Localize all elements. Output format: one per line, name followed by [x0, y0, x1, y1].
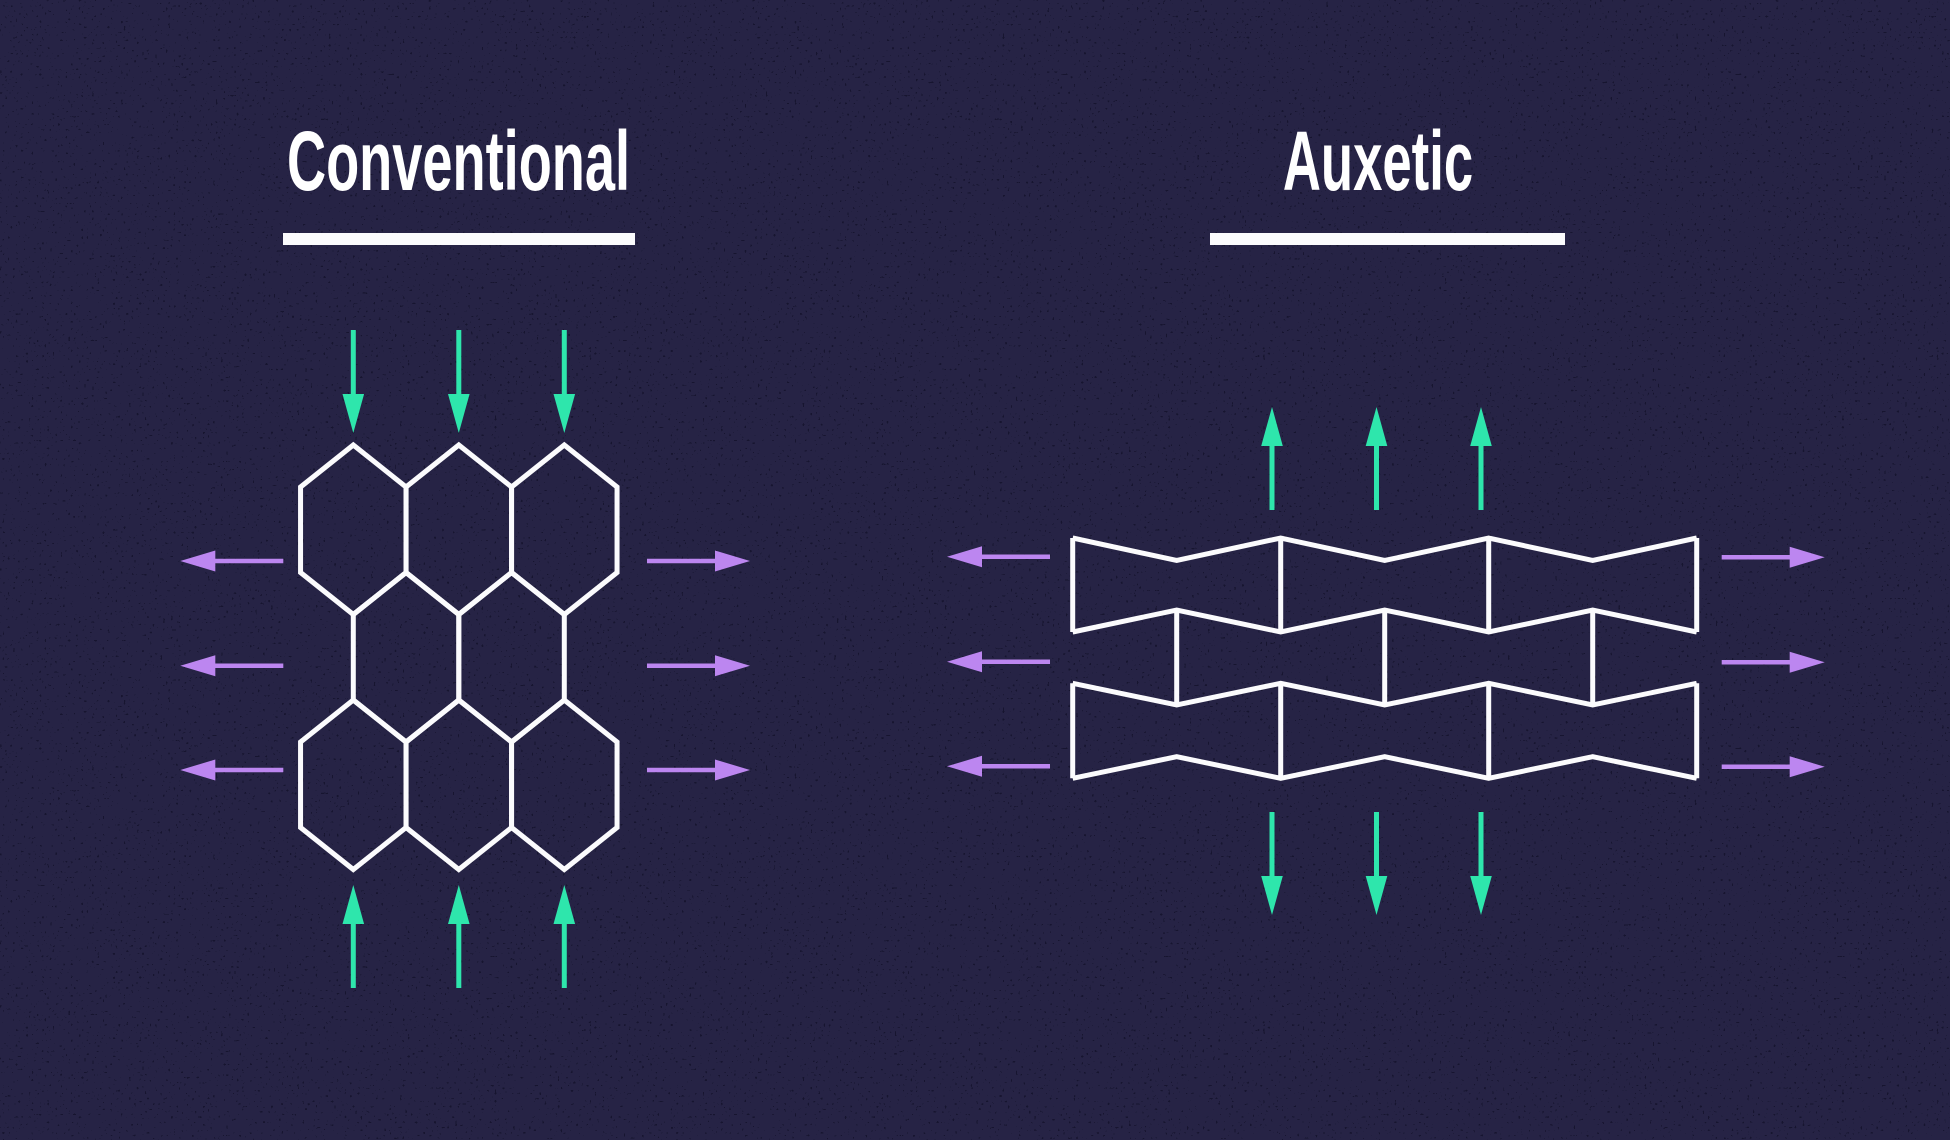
right-arrow-icon: [647, 760, 750, 781]
strut-column: [1070, 683, 1700, 779]
left-arrow-icon: [947, 546, 1050, 567]
strut-column: [1174, 610, 1596, 705]
conventional-bottom-arrows: [343, 885, 576, 988]
auxetic-bottom-arrows: [1261, 812, 1492, 915]
up-arrow-icon: [1261, 407, 1283, 510]
strut-column: [1070, 538, 1700, 632]
right-arrow-icon: [647, 655, 750, 676]
reentrant-bowtie-lattice: [1070, 535, 1700, 781]
right-arrow-icon: [1722, 756, 1825, 777]
down-arrow-icon: [1366, 812, 1388, 915]
hexagon-cell: [298, 696, 409, 873]
auxetic-left-arrows: [947, 546, 1050, 777]
up-arrow-icon: [1366, 407, 1388, 510]
down-arrow-icon: [1470, 812, 1492, 915]
left-arrow-icon: [180, 655, 283, 676]
hexagon-cell: [509, 441, 620, 618]
left-arrow-icon: [180, 551, 283, 572]
auxetic-title-underline: [1210, 233, 1565, 245]
zigzag-rail: [1072, 754, 1698, 781]
conventional-panel: Conventional: [180, 114, 750, 988]
conventional-left-arrows: [180, 551, 283, 781]
right-arrow-icon: [1722, 547, 1825, 568]
conventional-right-arrows: [647, 551, 750, 781]
conventional-title-underline: [283, 233, 635, 245]
hexagon-cell: [456, 569, 567, 746]
down-arrow-icon: [554, 330, 576, 433]
up-arrow-icon: [554, 885, 576, 988]
up-arrow-icon: [1470, 407, 1492, 510]
auxetic-right-arrows: [1722, 547, 1825, 777]
right-arrow-icon: [647, 551, 750, 572]
down-arrow-icon: [1261, 812, 1283, 915]
hexagon-cell: [403, 441, 515, 618]
hexagon-cell: [350, 569, 462, 746]
hexagon-cell: [298, 441, 409, 618]
conventional-top-arrows: [343, 330, 576, 433]
zigzag-rail: [1072, 535, 1698, 564]
left-arrow-icon: [947, 756, 1050, 777]
auxetic-top-arrows: [1261, 407, 1492, 510]
hexagon-cell: [509, 696, 620, 873]
down-arrow-icon: [343, 330, 365, 433]
auxetic-title: Auxetic: [1283, 115, 1473, 208]
auxetic-panel: Auxetic: [947, 115, 1825, 915]
hexagonal-honeycomb-lattice: [298, 441, 620, 873]
up-arrow-icon: [343, 885, 365, 988]
up-arrow-icon: [448, 885, 470, 988]
left-arrow-icon: [180, 760, 283, 781]
down-arrow-icon: [448, 330, 470, 433]
right-arrow-icon: [1722, 652, 1825, 673]
conventional-title: Conventional: [287, 114, 630, 208]
hexagon-cell: [403, 696, 515, 873]
left-arrow-icon: [947, 651, 1050, 672]
